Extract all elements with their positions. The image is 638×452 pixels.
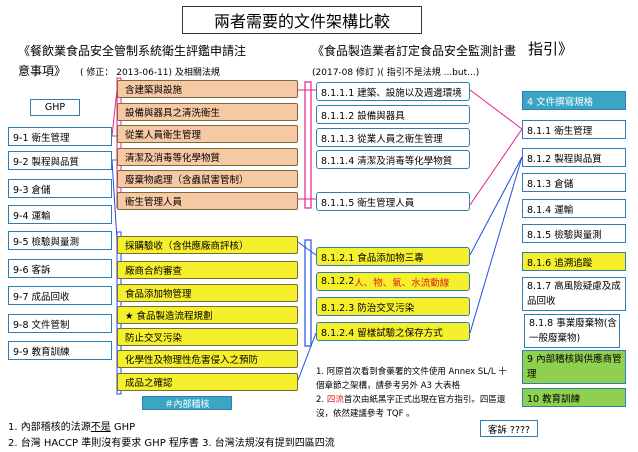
left-item: 9-2 製程與品質 <box>8 151 112 170</box>
right-header-big: 指引》 <box>528 40 574 58</box>
left-header-line1: 《餐飲業食品安全管制系統衛生評鑑申請注 <box>18 44 247 58</box>
right-item-training: 10 教育訓練 <box>522 388 626 407</box>
left-item: 9-7 成品回收 <box>8 286 112 305</box>
center-item: 成品之確認 <box>117 373 298 391</box>
ghp-label: GHP <box>30 99 80 116</box>
pink-group-outline <box>304 81 312 209</box>
right-header-sub: (2017-08 修訂 )( 指引不是法規 ...but...) <box>312 68 480 78</box>
center-item: 設備與器具之清洗衛生 <box>117 103 298 121</box>
center-item: 化學性及物理性危害侵入之預防 <box>117 350 298 368</box>
connector-line <box>111 89 118 137</box>
connector-line <box>469 156 523 256</box>
center-item: 從業人員衛生管理 <box>117 125 298 143</box>
left-item: 9-8 文件管制 <box>8 314 112 333</box>
flow-lines-text: 人、物、氣、水流動線 <box>354 277 450 289</box>
right-item-recall: 8.1.7 高風險疑慮及成品回收 <box>522 277 626 311</box>
center-item: 採購驗收（含供應廠商評核） <box>117 236 298 254</box>
mid-item: 8.1.1.3 從業人員之衛生管理 <box>316 128 470 147</box>
note-1: 1. 阿原首次看到食藥署的文件使用 Annex SL/L 十個章節之架構，請參考… <box>316 367 507 391</box>
connector-line <box>469 89 523 130</box>
complaint-box: 客訴 ???? <box>480 420 538 437</box>
mid-item: 8.1.2.3 防治交叉污染 <box>316 297 470 316</box>
connector-line <box>297 241 317 256</box>
left-header-line2: 意事項》 <box>18 64 67 78</box>
mid-item: 8.1.1.2 設備與器具 <box>316 105 470 124</box>
right-item: 8.1.1 衛生管理 <box>522 120 626 139</box>
right-item: 8.1.3 倉儲 <box>522 173 626 192</box>
center-item: 防止交叉污染 <box>117 328 298 346</box>
center-item: 廠商合約審查 <box>117 261 298 279</box>
left-item: 9-1 衛生管理 <box>8 127 112 146</box>
center-item: 清潔及消毒等化學物質 <box>117 148 298 166</box>
left-item: 9-6 客訴 <box>8 259 112 278</box>
left-item: 9-9 教育訓練 <box>8 341 112 360</box>
center-item: 食品添加物管理 <box>117 284 298 302</box>
left-header-sub: ( 修正： 2013-06-11) 及相關法規 <box>80 68 220 78</box>
mid-item-flow: 8.1.2.2 人、物、氣、水流動線 <box>316 272 470 291</box>
right-item: 8.1.5 檢驗與量測 <box>522 224 626 243</box>
mid-item: 8.1.2.1 食品添加物三專 <box>316 247 470 266</box>
right-item: 8.1.2 製程與品質 <box>522 148 626 167</box>
connector-line <box>469 156 523 334</box>
left-item: 9-3 倉儲 <box>8 179 112 198</box>
center-item: ★ 食品製造流程規劃 <box>117 306 298 324</box>
mid-item: 8.1.2.4 留樣試驗之保存方式 <box>316 322 470 341</box>
footer-1: 1. 內部稽核的法源不是 GHP <box>8 422 136 433</box>
footer-2: 2. 台灣 HACCP 準則沒有要求 GHP 程序書 3. 台灣法規沒有提到四區… <box>8 438 335 449</box>
center-item: 含建築與設施 <box>117 80 298 98</box>
connector-line <box>469 128 523 206</box>
right-header-line1: 《食品製造業者訂定食品安全監測計畫 <box>312 44 517 58</box>
mid-item: 8.1.1.4 清潔及消毒等化學物質 <box>316 150 470 169</box>
blue-group-outline <box>304 239 312 347</box>
right-doc-spec: 4 文件撰寫規格 <box>522 91 626 110</box>
connector-line <box>297 332 317 381</box>
internal-audit-tag: ＃內部稽核 <box>142 396 232 410</box>
center-item: 廢棄物處理（含蟲鼠害管制） <box>117 170 298 188</box>
left-item: 9-5 檢驗與量測 <box>8 231 112 250</box>
page-title: 兩者需要的文件架構比較 <box>182 6 422 34</box>
right-item-waste: 8.1.8 事業廢棄物(含一般廢棄物) <box>524 314 620 348</box>
mid-item: 8.1.1.5 衛生管理人員 <box>316 192 470 211</box>
connector-line <box>111 159 118 241</box>
left-item: 9-4 運輸 <box>8 205 112 224</box>
right-item-trace: 8.1.6 追溯追蹤 <box>522 252 626 271</box>
mid-item: 8.1.1.1 建築、設施以及週邊環境 <box>316 82 470 101</box>
note-2: 2. 四流首次由紙黑字正式出現在官方指引。四區還沒，依然建議參考 TQF 。 <box>316 395 506 419</box>
center-item: 衛生管理人員 <box>117 192 298 210</box>
right-item-audit: 9 內部稽核與供應商管理 <box>522 350 626 384</box>
right-item: 8.1.4 運輸 <box>522 199 626 218</box>
